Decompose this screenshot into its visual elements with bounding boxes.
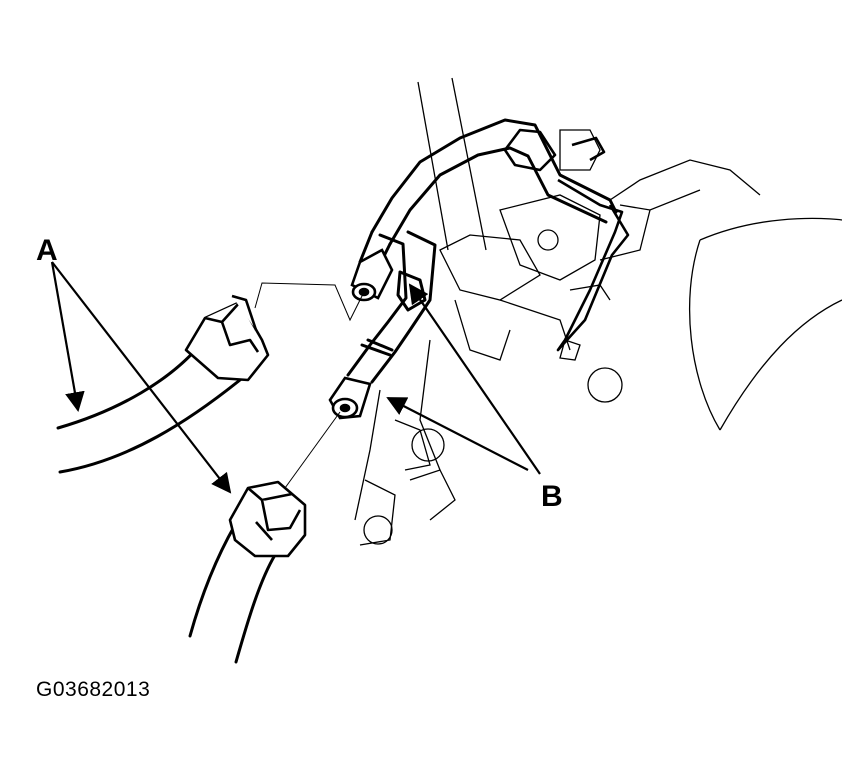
- lower-pipe-fitting: [328, 376, 372, 420]
- callout-b-leaders: [386, 283, 541, 475]
- engine-background: [354, 77, 842, 546]
- alignment-lines: [254, 282, 365, 489]
- callout-a-leaders: [50, 261, 232, 494]
- callout-label-a: A: [36, 234, 58, 267]
- pipe-bracket: [503, 128, 630, 352]
- lower-hose: [188, 523, 277, 664]
- upper-hose: [56, 343, 242, 474]
- upper-hose-clamp: [184, 294, 270, 382]
- lower-hose-clamp: [228, 480, 307, 558]
- upper-pipe-fitting: [350, 248, 394, 302]
- callout-label-b: B: [541, 480, 563, 513]
- figure-id: G03682013: [36, 678, 151, 701]
- lower-pipe: [346, 230, 437, 384]
